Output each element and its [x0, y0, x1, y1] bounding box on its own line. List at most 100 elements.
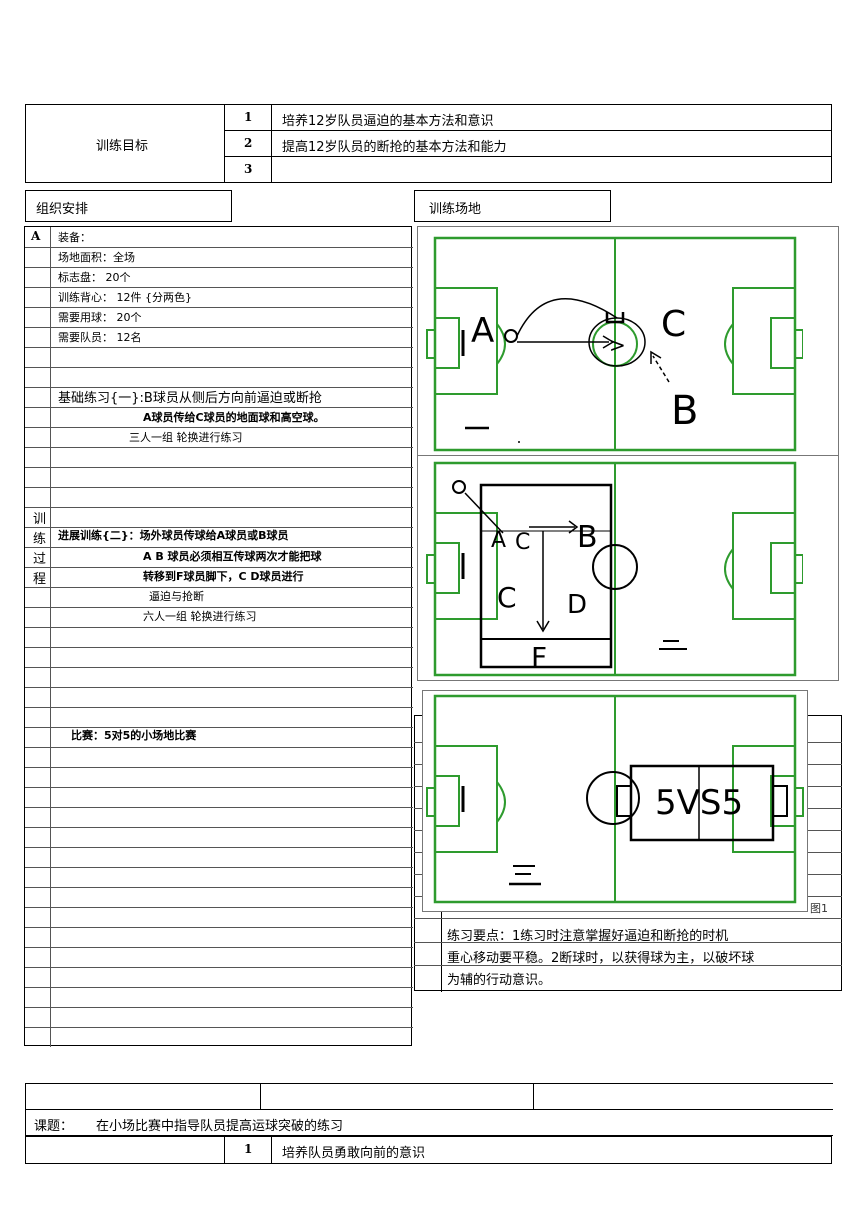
- drill-1-line: A球员传给C球员的地面球和高空球。: [143, 411, 325, 424]
- equipment-line: 需要队员： 12名: [58, 331, 142, 344]
- goal-text-cell: [271, 156, 832, 183]
- key-point-line: 重心移动要平稳。2断球时，以获得球为主，以破坏球: [447, 951, 755, 966]
- player-label: B: [577, 520, 598, 555]
- svg-text:>: >: [609, 333, 626, 357]
- rule-line: [25, 267, 413, 268]
- rule-line: [25, 327, 413, 328]
- training-plan-column: [24, 226, 413, 1047]
- goal-text: 提高12岁队员的断抢的基本方法和能力: [282, 140, 507, 155]
- drill-2-line: 六人一组 轮换进行练习: [143, 610, 257, 623]
- drill-1-line: 三人一组 轮换进行练习: [129, 431, 243, 444]
- rule-line: [25, 967, 413, 968]
- rule-line: [25, 307, 413, 308]
- rule-line: [25, 907, 413, 908]
- player-label: D: [567, 590, 587, 620]
- diagram-1: A > C B: [426, 236, 803, 452]
- rule-line: [25, 787, 413, 788]
- rule-line: [25, 287, 413, 288]
- match-label: 5VS5: [655, 783, 743, 823]
- column-divider: [50, 227, 51, 1047]
- match-line: 比赛：5对5的小场地比赛: [71, 729, 197, 742]
- rule-line: [25, 507, 413, 508]
- goal-text-cell: 提高12岁队员的断抢的基本方法和能力: [271, 130, 832, 157]
- equipment-line: 需要用球： 20个: [58, 311, 142, 324]
- rule-line: [25, 427, 413, 428]
- diagram-2-frame: [417, 455, 839, 681]
- equipment-line: 场地面积：全场: [58, 251, 135, 264]
- equipment-title: 装备：: [58, 231, 91, 244]
- rule-line: [25, 947, 413, 948]
- diagram-3: 5VS5: [426, 694, 804, 904]
- lesson-empty-cell: [25, 1136, 225, 1164]
- rule-line: [25, 467, 413, 468]
- lesson-empty-cell: [260, 1083, 534, 1110]
- goal-num: 3: [244, 162, 253, 176]
- equipment-line: 训练背心： 12件 {分两色}: [58, 291, 192, 304]
- rule-line: [25, 847, 413, 848]
- rule-line: [414, 965, 842, 966]
- lesson-text: 培养队员勇敢向前的意识: [282, 1146, 426, 1161]
- rule-line: [25, 367, 413, 368]
- rule-line: [25, 347, 413, 348]
- lesson-text-cell: 培养队员勇敢向前的意识: [271, 1136, 832, 1164]
- vertical-label-char: 练: [33, 532, 47, 547]
- rule-line: [25, 547, 413, 548]
- rule-line: [25, 447, 413, 448]
- rule-line: [25, 247, 413, 248]
- rule-line: [25, 667, 413, 668]
- goal-text-cell: 培养12岁队员逼迫的基本方法和意识: [271, 104, 832, 131]
- player-label: A: [491, 528, 506, 553]
- key-point-line: 为辅的行动意识。: [447, 973, 552, 988]
- lesson-empty-cell: [533, 1083, 833, 1110]
- rule-line: [25, 1027, 413, 1028]
- rule-line: [25, 487, 413, 488]
- rule-line: [25, 887, 413, 888]
- player-label: C: [497, 581, 517, 614]
- rule-line: [414, 918, 842, 919]
- lesson-empty-cell: [25, 1083, 261, 1110]
- equipment-line: 标志盘： 20个: [58, 271, 131, 284]
- vertical-label-char: 程: [33, 572, 47, 587]
- player-label: C: [515, 530, 530, 555]
- org-header-text: 组织安排: [36, 202, 89, 217]
- goal-text: 培养12岁队员逼迫的基本方法和意识: [282, 114, 494, 129]
- rule-line: [25, 1007, 413, 1008]
- rule-line: [25, 987, 413, 988]
- lesson-num-cell: 1: [224, 1136, 272, 1164]
- lesson-table: 课题： 在小场比赛中指导队员提高运球突破的练习 1 培养队员勇敢向前的意识: [25, 1083, 833, 1164]
- rule-line: [25, 627, 413, 628]
- goal-label-cell: 训练目标: [25, 104, 225, 183]
- drill-2-line: A B 球员必须相互传球两次才能把球: [143, 550, 322, 563]
- rule-line: [25, 407, 413, 408]
- rule-line: [25, 567, 413, 568]
- key-point-line: 练习要点：1练习时注意掌握好逼迫和断抢的时机: [447, 929, 729, 944]
- player-label: C: [661, 304, 686, 345]
- rule-line: [25, 587, 413, 588]
- player-label: F: [531, 641, 547, 674]
- rule-line: [25, 807, 413, 808]
- figure-label: 图1: [810, 902, 828, 915]
- diagram-2: A C B C D F: [426, 461, 803, 677]
- vertical-label-char: 过: [33, 552, 47, 567]
- drill-2-line: 逼迫与抢断: [149, 590, 204, 603]
- goal-num-cell: 1: [224, 104, 272, 131]
- player-label: A: [471, 311, 494, 351]
- player-label: B: [671, 388, 698, 434]
- goal-num-cell: 3: [224, 156, 272, 183]
- field-header-text: 训练场地: [429, 202, 482, 217]
- rule-line: [25, 767, 413, 768]
- rule-line: [25, 387, 413, 388]
- rule-line: [25, 747, 413, 748]
- goal-num-cell: 2: [224, 130, 272, 157]
- field-header: 训练场地: [414, 190, 611, 222]
- goal-num: 1: [244, 110, 253, 124]
- rule-line: [25, 527, 413, 528]
- rule-line: [25, 867, 413, 868]
- topic-text: 在小场比赛中指导队员提高运球突破的练习: [96, 1119, 344, 1134]
- lesson-topic-row: 课题： 在小场比赛中指导队员提高运球突破的练习: [25, 1109, 833, 1136]
- rule-line: [25, 927, 413, 928]
- goal-num: 2: [244, 136, 253, 150]
- rule-line: [25, 727, 413, 728]
- vertical-label-char: 训: [33, 512, 47, 527]
- rule-line: [414, 942, 842, 943]
